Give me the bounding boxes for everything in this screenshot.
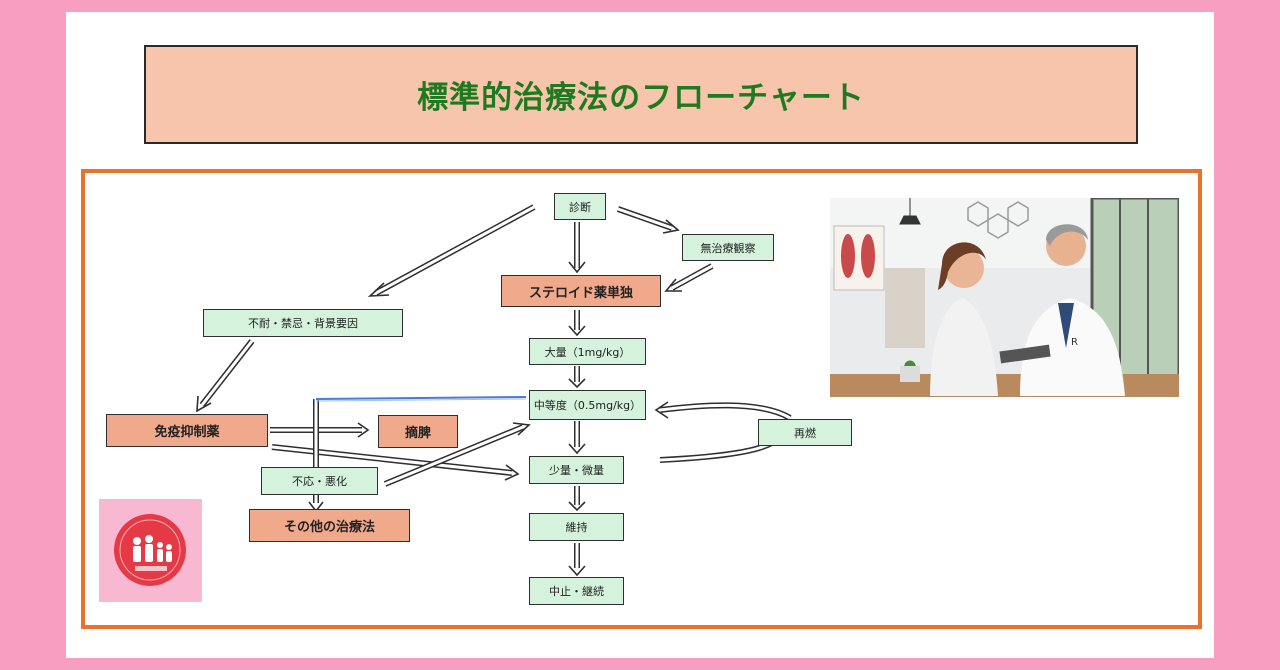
family-silhouette-logo-icon: [114, 514, 186, 586]
arrow-diagnosis-to-intolerance: [367, 204, 536, 297]
arrow-high-to-mid: [568, 366, 586, 389]
sign-text: R: [1071, 337, 1078, 348]
node-discontinue: 中止・継続: [529, 577, 624, 605]
node-relapse: 再燃: [758, 419, 852, 446]
arrow-intolerance-to-immuno: [196, 339, 255, 413]
arrow-nonresponse-to-mid: [383, 422, 531, 487]
page-title: 標準的治療法のフローチャート: [417, 80, 865, 116]
arrow-diagnosis-to-steroid: [568, 222, 586, 274]
mid-to-other-line: [315, 396, 527, 402]
flowchart-frame: [81, 169, 1202, 629]
arrow-watchful-to-steroid: [664, 263, 714, 292]
node-maintenance: 維持: [529, 513, 624, 541]
arrow-low-to-maintenance: [568, 486, 586, 512]
arrow-mid-to-low: [568, 421, 586, 455]
node-steroid-monotherapy: ステロイド薬単独: [501, 275, 661, 307]
node-mid-dose: 中等度（0.5mg/kg）: [529, 390, 646, 420]
node-other-therapy: その他の治療法: [249, 509, 410, 542]
title-banner: 標準的治療法のフローチャート: [144, 45, 1138, 144]
arrow-diagnosis-to-watchful: [617, 206, 680, 234]
node-nonresponse: 不応・悪化: [261, 467, 378, 495]
node-low-dose: 少量・微量: [529, 456, 624, 484]
node-watchful-waiting: 無治療観察: [682, 234, 774, 261]
doctor-patient-illustration: R: [830, 198, 1179, 397]
node-intolerance: 不耐・禁忌・背景要因: [203, 309, 403, 337]
arrow-maintenance-to-discontinue: [568, 543, 586, 577]
node-immunosuppressant: 免疫抑制薬: [106, 414, 268, 447]
node-diagnosis: 診断: [554, 193, 606, 220]
node-splenectomy: 摘脾: [378, 415, 458, 448]
arrow-immuno-to-low: [271, 444, 520, 481]
node-high-dose: 大量（1mg/kg）: [529, 338, 646, 365]
arrow-steroid-to-high: [568, 310, 586, 337]
site-logo: [99, 499, 202, 602]
